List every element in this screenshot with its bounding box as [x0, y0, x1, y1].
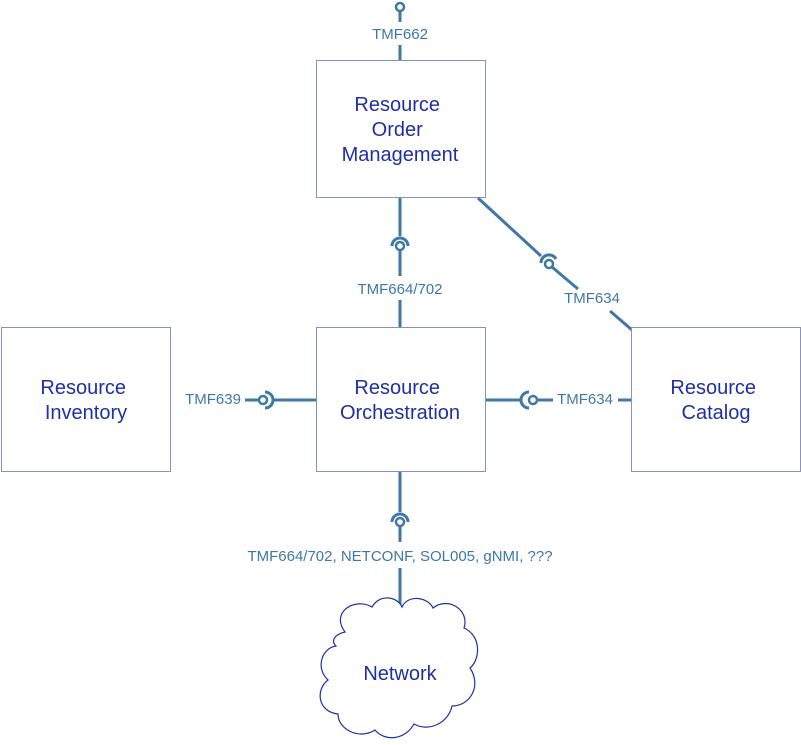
resource-order-management-title: Resource Order Management	[342, 94, 459, 166]
order-catalog-line-upper	[476, 196, 543, 258]
network-cloud-icon[interactable]	[319, 597, 479, 739]
order-catalog-socket-icon	[539, 253, 558, 264]
order-catalog-line-lower	[609, 309, 633, 332]
tmf639-label: TMF639	[185, 391, 241, 408]
catalog-orch-ball-icon	[527, 394, 539, 406]
orch-network-socket-icon	[390, 512, 410, 523]
inventory-orch-socket-icon	[264, 390, 275, 410]
resource-catalog-title: Resource Catalog	[670, 377, 761, 424]
resource-orchestration-title: Resource Orchestration	[340, 377, 460, 424]
resource-order-management-box[interactable]	[316, 60, 486, 198]
order-catalog-ball-icon	[543, 258, 555, 270]
order-catalog-line-mid	[551, 265, 579, 291]
tmf662-label: TMF662	[372, 26, 428, 43]
resource-inventory-box[interactable]	[1, 327, 171, 472]
order-orch-ball-icon	[394, 240, 406, 252]
tmf634-catalog-label: TMF634	[564, 290, 620, 307]
network-interfaces-label: TMF664/702, NETCONF, SOL005, gNMI, ???	[247, 548, 552, 565]
resource-catalog-box[interactable]	[631, 327, 801, 472]
tmf634-orch-label: TMF634	[557, 391, 613, 408]
tmf664-702-label: TMF664/702	[357, 281, 442, 298]
resource-orchestration-box[interactable]	[316, 327, 486, 472]
network-label: Network	[363, 663, 437, 685]
orch-network-ball-icon	[394, 516, 406, 528]
catalog-orch-socket-icon	[519, 390, 530, 410]
resource-inventory-title: Resource Inventory	[40, 377, 131, 424]
inventory-orch-ball-icon	[257, 394, 269, 406]
tmf662-provided-interface-icon	[394, 1, 406, 13]
order-orch-socket-icon	[390, 236, 410, 247]
